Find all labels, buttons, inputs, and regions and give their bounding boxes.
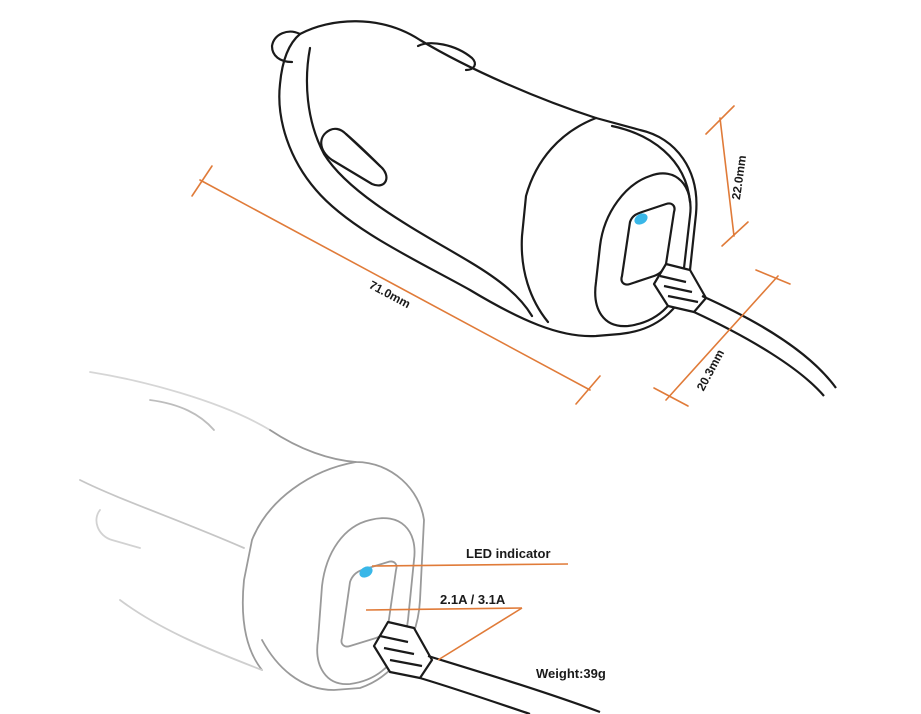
charger-faded-drawing	[79, 371, 425, 691]
faded-head-plate	[241, 461, 357, 671]
dim-height-label: 22.0mm	[729, 154, 749, 200]
faded-usb-surround	[316, 517, 416, 685]
side-clip-slot	[320, 127, 388, 187]
cable-plug-top	[652, 262, 708, 314]
dim-width-label: 20.3mm	[694, 347, 727, 393]
led-indicator-dot	[634, 213, 648, 225]
dimension-lines	[191, 105, 791, 407]
usb-port	[620, 202, 676, 286]
dim-width-end-a	[653, 387, 689, 407]
faded-body-bottom	[119, 599, 263, 671]
led-indicator-label: LED indicator	[466, 546, 551, 561]
cable-top	[693, 294, 837, 397]
usb-port-surround	[594, 172, 692, 328]
dim-height-end-a	[705, 105, 735, 135]
dim-height-end-b	[721, 221, 749, 247]
charger-main-drawing	[270, 20, 698, 338]
charger-body-inner	[305, 46, 534, 318]
charger-body-outline	[278, 20, 698, 338]
led-leader	[371, 563, 569, 567]
dim-length-end-b	[575, 375, 601, 405]
faded-body-lower	[79, 479, 245, 549]
current-leader-diag	[437, 607, 523, 661]
callout-leaders	[365, 563, 569, 661]
weight-label: Weight:39g	[536, 666, 606, 681]
dim-length-end-a	[191, 165, 213, 197]
faded-body-outline	[261, 429, 425, 691]
led-indicator-dot-faded	[359, 566, 373, 578]
faded-side-slot	[95, 509, 141, 549]
dim-height-line	[719, 117, 735, 237]
dim-length-line	[199, 179, 591, 391]
faded-body-upper	[149, 399, 215, 431]
cable-bottom	[419, 654, 601, 714]
current-leader-h	[365, 607, 523, 611]
dim-width-line	[665, 275, 779, 401]
dim-width-end-b	[755, 269, 791, 285]
faded-usb-port	[340, 560, 398, 648]
current-rating-label: 2.1A / 3.1A	[440, 592, 506, 607]
faded-body-top	[89, 371, 271, 431]
charger-head-plate	[520, 116, 598, 324]
charger-tip	[270, 30, 302, 64]
charger-head-inner	[610, 124, 692, 204]
